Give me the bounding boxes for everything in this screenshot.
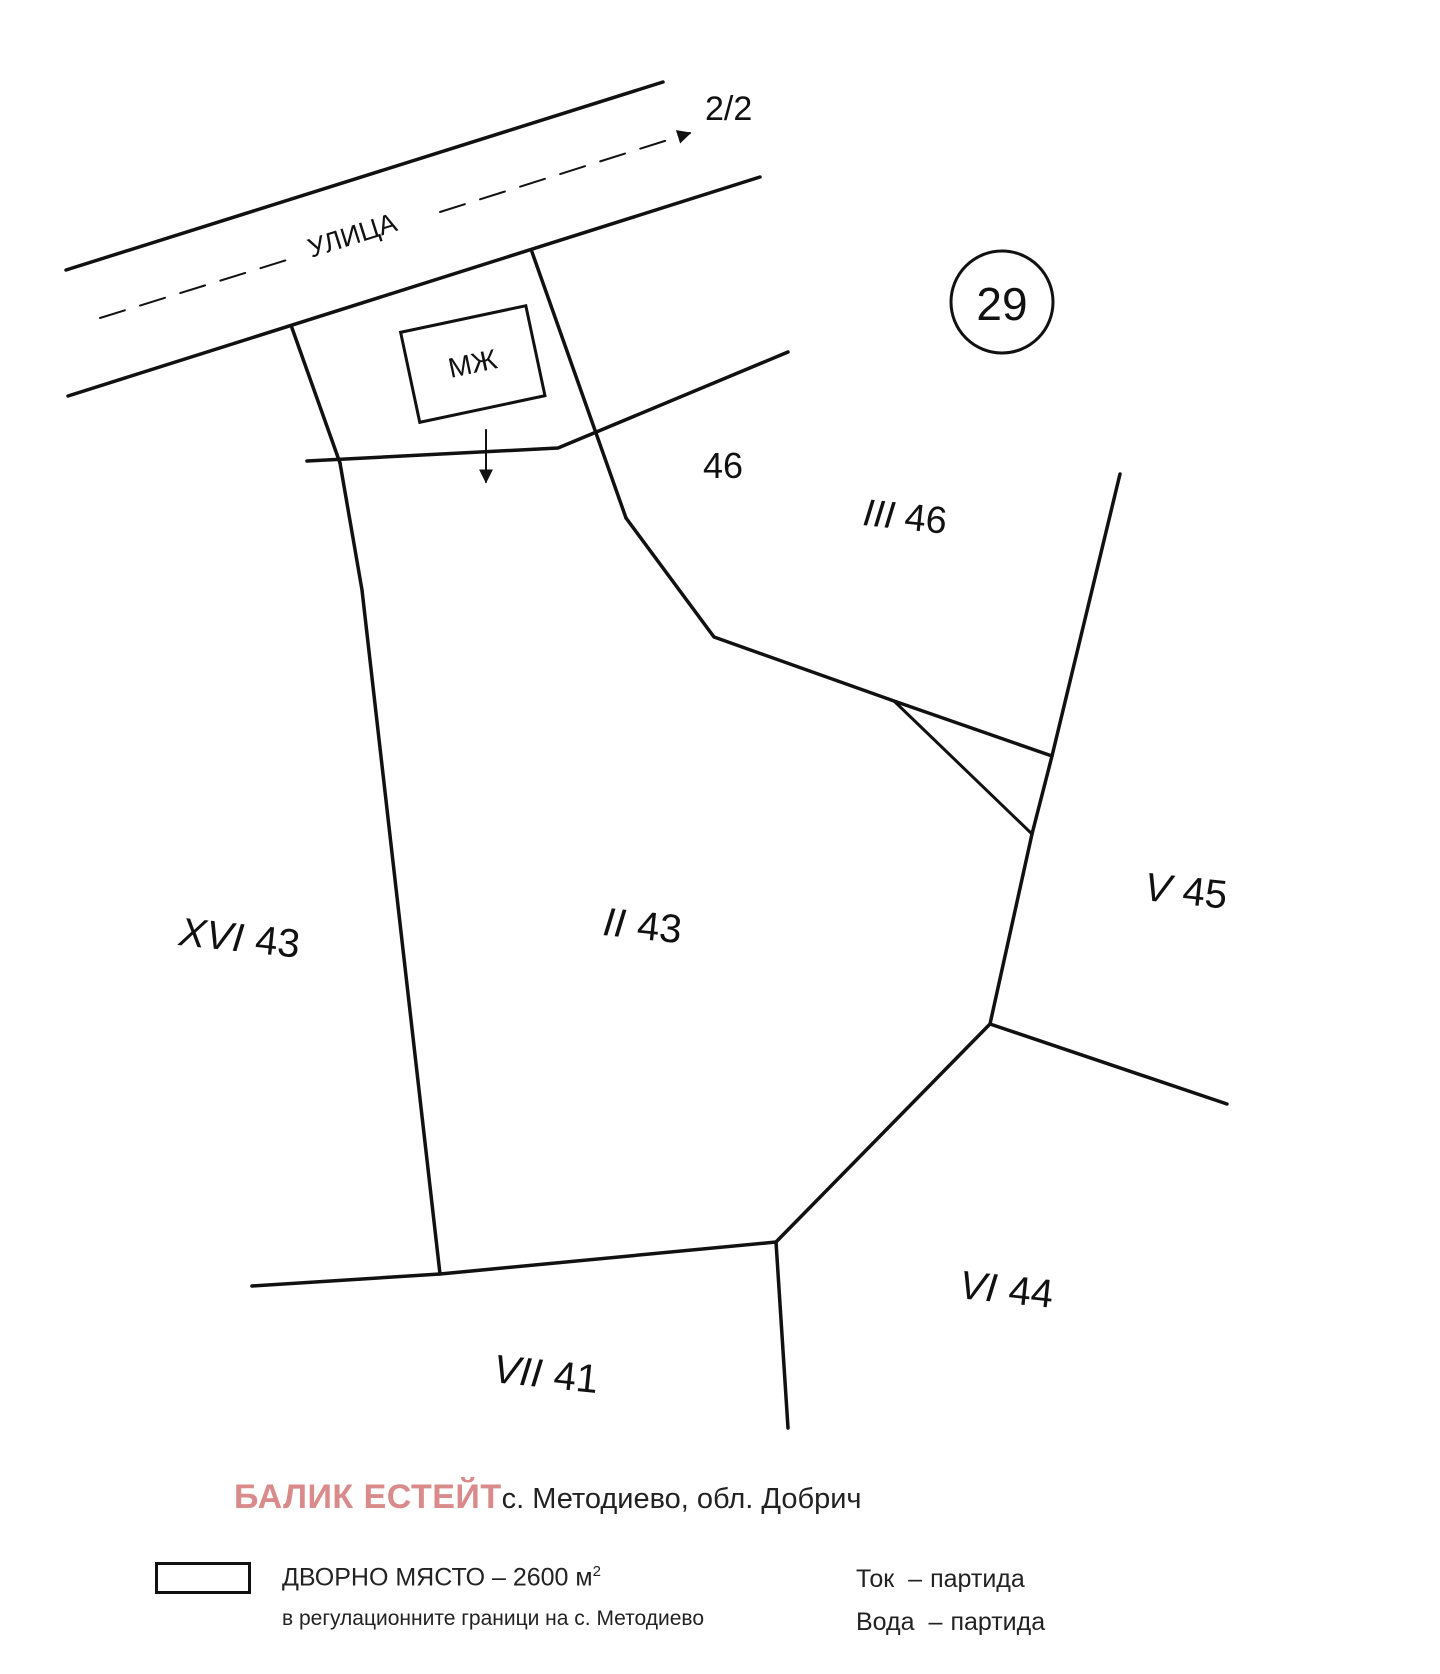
boundary-wedge-diagonal — [892, 699, 1034, 836]
boundary-left — [338, 461, 442, 1276]
utility-water-name: Вода — [856, 1608, 915, 1636]
street-ref-label: 2/2 — [705, 90, 752, 128]
boundary-front-left — [290, 326, 342, 465]
street-axis-right — [439, 130, 692, 213]
brand-name: БАЛИК ЕСТЕЙТ — [234, 1478, 502, 1516]
street-label: УЛИЦА — [304, 207, 400, 263]
boundary-front-right — [530, 250, 628, 520]
boundary-v45-vi44 — [988, 1022, 1229, 1106]
street-edge-top — [64, 80, 665, 272]
utility-water: Вода–партида — [856, 1608, 1046, 1636]
building-label: МЖ — [445, 343, 500, 384]
boundary-vi44-vii41 — [774, 1240, 790, 1430]
utility-power: Ток–партида — [856, 1565, 1025, 1593]
legend-swatch — [155, 1562, 251, 1594]
quarter-number-circle — [949, 249, 1055, 355]
building-mzh: МЖ — [398, 303, 547, 425]
plot-label-46: 46 — [703, 445, 743, 486]
caption: БАЛИК ЕСТЕЙТс. Методиево, обл. Добрич — [234, 1478, 862, 1517]
utility-power-name: Ток — [856, 1565, 895, 1593]
street-edge-bottom — [66, 175, 762, 398]
boundary-east-lower — [250, 754, 1054, 1288]
caption-location: с. Методиево, обл. Добрич — [501, 1483, 862, 1515]
street-axis-left — [99, 258, 291, 319]
quarter-number: 29 — [976, 278, 1027, 330]
legend-title-sup: 2 — [592, 1563, 601, 1580]
legend-title: ДВОРНО МЯСТО – 2600 м2 — [282, 1563, 601, 1592]
utility-power-value: партида — [930, 1565, 1025, 1593]
boundary-cross-46 — [305, 350, 790, 463]
legend-subtitle: в регулационните граници на с. Методиево — [282, 1607, 705, 1630]
utility-water-value: партида — [950, 1608, 1046, 1636]
legend-title-text: ДВОРНО МЯСТО – 2600 м — [282, 1563, 593, 1592]
